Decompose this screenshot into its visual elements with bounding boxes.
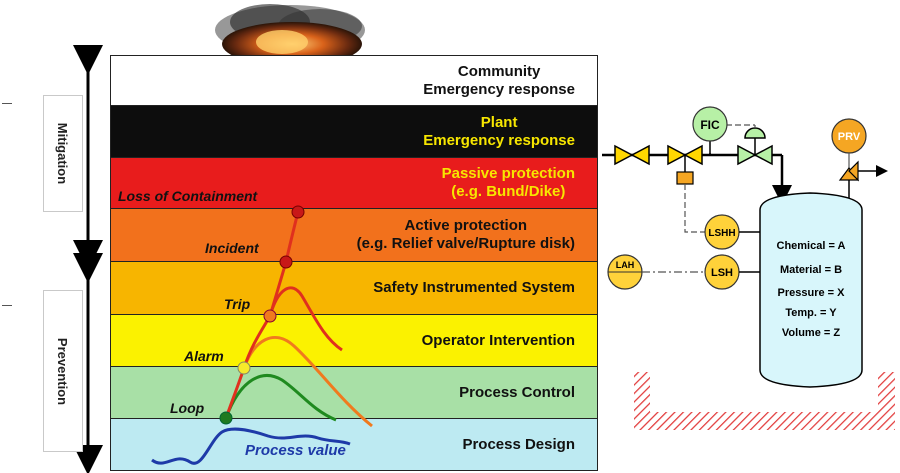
vessel-line-1: Chemical = A	[777, 240, 846, 252]
manual-valve	[614, 144, 650, 166]
vessel-line-2: Material = B	[780, 264, 842, 276]
layer-sis-line-1: Safety Instrumented System	[373, 279, 575, 296]
layer-active-text: Active protection(e.g. Relief valve/Rupt…	[357, 217, 575, 253]
mitigation-tick	[2, 103, 12, 104]
mitigation-label-box: Mitigation	[43, 95, 83, 212]
fic-bubble	[692, 106, 728, 142]
lshh-tag: LSHH	[708, 228, 735, 239]
prv-tag: PRV	[838, 131, 861, 143]
incident-marker	[279, 255, 293, 269]
loss-of-containment-label: Loss of Containment	[118, 188, 258, 204]
alarm-label: Alarm	[184, 348, 224, 364]
fic-tag: FIC	[700, 118, 720, 132]
side-arrows	[73, 45, 103, 473]
layer-passive-text: Passive protection(e.g. Bund/Dike)	[442, 165, 575, 201]
trip-label: Trip	[224, 296, 251, 312]
layer-control-text: Process Control	[459, 384, 575, 402]
alarm-marker	[237, 361, 251, 375]
layer-control-line-1: Process Control	[459, 383, 575, 401]
layer-design-line-1: Process Design	[462, 435, 575, 453]
vessel-line-5: Volume = Z	[782, 327, 840, 339]
layer-community-line-1: Community	[457, 62, 541, 80]
process-value-label: Process value	[245, 442, 346, 459]
loop-excursion-curve	[224, 374, 337, 422]
lsh-tag: LSH	[711, 267, 733, 279]
vessel-line-4: Temp. = Y	[785, 307, 837, 319]
layer-operator-line-1: Operator Intervention	[421, 331, 575, 349]
prevention-tick	[2, 305, 12, 306]
layer-operator: Operator Intervention	[110, 315, 598, 367]
loss-of-containment-marker	[291, 205, 305, 219]
lah-tag: LAH	[616, 260, 635, 270]
vessel-line-3: Pressure = X	[778, 287, 846, 299]
layer-active: Active protection(e.g. Relief valve/Rupt…	[110, 209, 598, 262]
layer-sis-text: Safety Instrumented System	[373, 279, 575, 297]
layer-plant-line-2: Emergency response	[423, 131, 575, 149]
layer-passive: Passive protection(e.g. Bund/Dike)	[110, 158, 598, 209]
layer-design-text: Process Design	[462, 436, 575, 454]
control-valve	[737, 127, 773, 166]
layer-passive-line-1: Passive protection	[441, 165, 575, 182]
loop-label: Loop	[170, 400, 205, 416]
incident-label: Incident	[205, 240, 259, 256]
process-value-curve	[151, 427, 351, 465]
layer-community-line-2: Emergency response	[423, 80, 575, 98]
layer-passive-line-2: (e.g. Bund/Dike)	[451, 183, 566, 200]
trip-excursion-curve	[268, 286, 343, 352]
lshh-signal	[684, 184, 706, 233]
shutdown-valve	[667, 144, 703, 185]
layer-sis: Safety Instrumented System	[110, 262, 598, 315]
layer-plant-line-1: Plant	[480, 113, 518, 131]
prevention-label-box: Prevention	[43, 290, 83, 452]
trip-marker	[263, 309, 277, 323]
layer-operator-text: Operator Intervention	[422, 332, 575, 350]
alarm-excursion-curve	[242, 335, 373, 428]
vessel	[759, 192, 863, 388]
layer-active-line-1: Active protection	[404, 217, 528, 234]
loop-marker	[219, 411, 233, 425]
layer-active-line-2: (e.g. Relief valve/Rupture disk)	[356, 235, 575, 252]
bund-dike	[634, 372, 895, 430]
